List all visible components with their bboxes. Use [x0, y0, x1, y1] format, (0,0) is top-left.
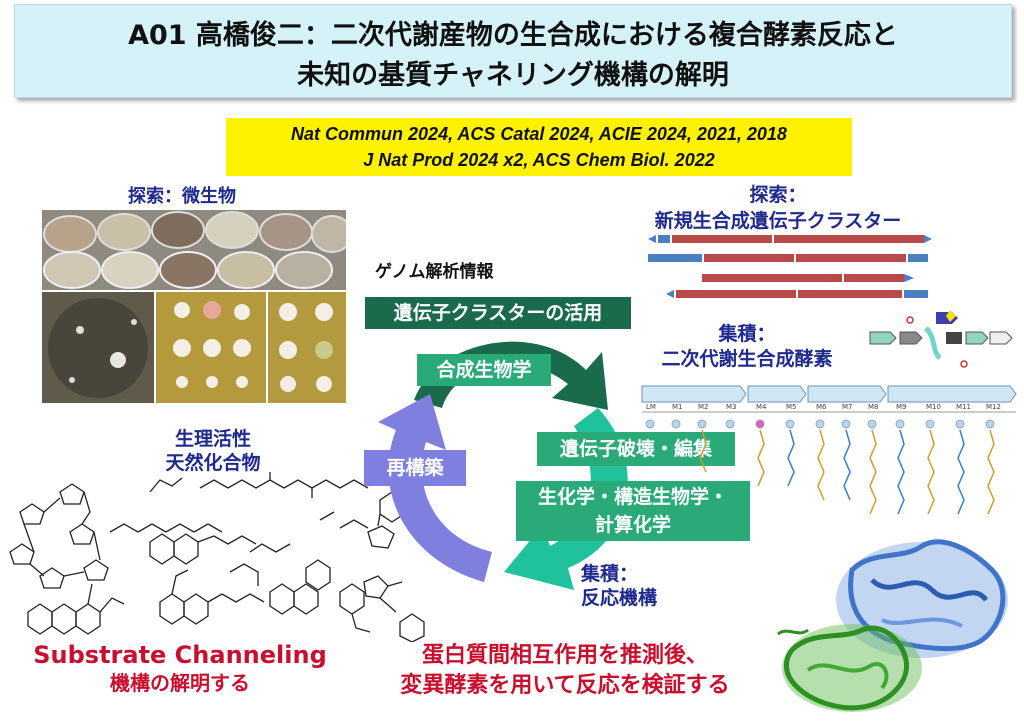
module-label-6: M6 — [816, 403, 827, 411]
verification-line-1: 蛋白質間相互作用を推測後、 — [421, 643, 708, 668]
module-label-10: M10 — [926, 403, 941, 411]
biochemistry-line-1: 生化学・構造生物学・ — [537, 486, 728, 508]
title-line-1: A01 高橋俊二：二次代謝産物の生合成における複合酵素反応と — [128, 20, 898, 51]
biochemistry-box: 生化学・構造生物学・ 計算化学 — [516, 481, 750, 541]
publications-box: Nat Commun 2024, ACS Catal 2024, ACIE 20… — [226, 118, 852, 176]
mechanism-label: 反応機構 — [581, 587, 658, 609]
gene-cluster-maps — [648, 232, 938, 304]
protein-structure-image — [772, 530, 1024, 720]
accumulate-label-center: 集積： — [581, 563, 639, 585]
verification-label: 蛋白質間相互作用を推測後、 変異酵素を用いて反応を検証する — [370, 641, 760, 701]
module-label-7: M7 — [842, 403, 853, 411]
module-label-5: M5 — [786, 403, 797, 411]
biochemistry-line-2: 計算化学 — [594, 514, 671, 536]
publications-line-1: Nat Commun 2024, ACS Catal 2024, ACIE 20… — [291, 124, 787, 144]
module-label-12: M12 — [986, 403, 1001, 411]
publications-line-2: J Nat Prod 2024 x2, ACS Chem Biol. 2022 — [363, 150, 715, 170]
title-line-2: 未知の基質チャネリング機構の解明 — [297, 60, 729, 91]
bioactivity-line-1: 生理活性 — [174, 428, 251, 450]
left-cycle-arrow — [378, 394, 492, 582]
pks-module-diagram: LM M1 M2 M3 M4 M5 M6 M7 M8 M9 M10 M11 M1… — [640, 384, 1024, 530]
module-label-4: M4 — [756, 403, 767, 411]
gene-editing-icon — [866, 308, 1016, 378]
synthetic-biology-box: 合成生物学 — [417, 354, 551, 386]
explore-microbes-label: 探索：微生物 — [128, 186, 236, 207]
new-clusters-label: 新規生合成遺伝子クラスター — [654, 210, 902, 232]
cluster-use-box: 遺伝子クラスターの活用 — [365, 297, 631, 329]
cluster-row-4 — [666, 290, 928, 298]
module-label-11: M11 — [956, 403, 971, 411]
cluster-row-2 — [648, 254, 928, 262]
module-label-0: LM — [646, 403, 656, 411]
module-label-2: M2 — [698, 403, 709, 411]
cluster-row-1 — [648, 235, 932, 243]
reconstruct-box: 再構築 — [364, 450, 466, 486]
enzymes-label: 集積： 二次代謝生合成酵素 — [632, 322, 862, 372]
bioactive-compounds-label: 生理活性 天然化合物 — [158, 427, 268, 475]
reaction-mechanism-label: 集積： 反応機構 — [581, 562, 657, 610]
protein-green-domain — [777, 624, 922, 712]
verification-line-2: 変異酵素を用いて反応を検証する — [400, 673, 730, 698]
explore-clusters-label: 探索： — [749, 184, 807, 206]
accumulate-label-right: 集積： — [718, 323, 776, 345]
genome-info-label: ゲノム解析情報 — [375, 262, 494, 282]
gene-editing-box: 遺伝子破壊・編集 — [537, 432, 735, 466]
microbe-photo — [42, 210, 353, 403]
module-label-8: M8 — [868, 403, 879, 411]
module-label-9: M9 — [896, 403, 907, 411]
channeling-line-2: 機構の解明する — [110, 671, 250, 695]
module-label-1: M1 — [672, 403, 683, 411]
cluster-row-3 — [702, 274, 914, 282]
module-label-3: M3 — [726, 403, 737, 411]
bioactivity-line-2: 天然化合物 — [165, 452, 261, 474]
channeling-line-1: Substrate Channeling — [33, 641, 327, 669]
substrate-channeling-label: Substrate Channeling 機構の解明する — [22, 641, 338, 697]
title-banner: A01 高橋俊二：二次代謝産物の生合成における複合酵素反応と 未知の基質チャネリ… — [14, 4, 1012, 98]
enzymes-line: 二次代謝生合成酵素 — [661, 348, 833, 370]
